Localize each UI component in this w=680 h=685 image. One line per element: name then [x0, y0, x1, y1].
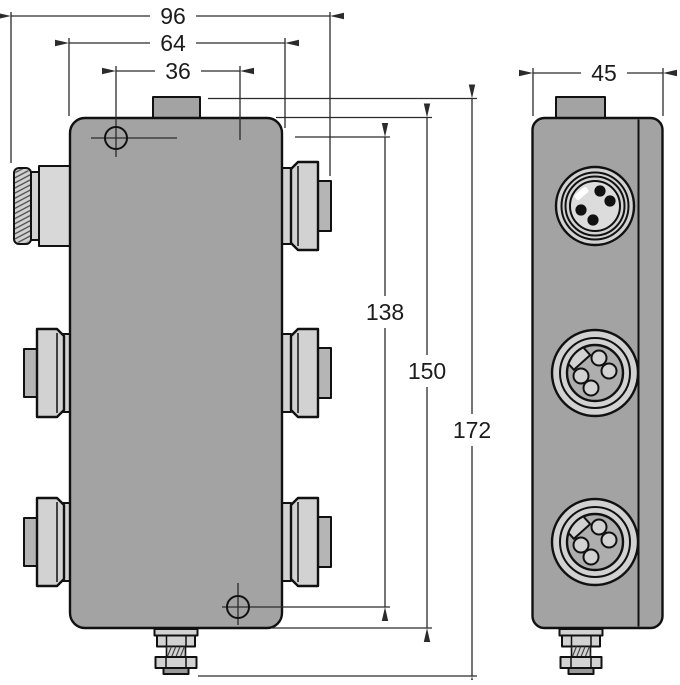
- dimension-hole-spacing: 138: [295, 123, 404, 621]
- dimension-label: 96: [160, 3, 186, 29]
- dimension-overall-width: 96: [0, 3, 344, 176]
- hole-circle: [226, 595, 250, 619]
- male-threaded-connector-port: [13, 165, 73, 247]
- port-nut: [289, 496, 320, 588]
- socket-thread-ring: [559, 337, 631, 409]
- front-housing-body: [68, 116, 284, 630]
- connector-cylinder: [38, 165, 73, 247]
- connector-collar: [30, 171, 40, 241]
- socket-pin: [572, 367, 590, 385]
- socket-thread-ring: [564, 175, 626, 237]
- dimension-label: 64: [160, 30, 186, 56]
- socket-pin: [575, 204, 587, 216]
- connector-knurl-hatch: [15, 169, 30, 243]
- female-connector-port-right-top: [277, 160, 332, 252]
- female-connector-port-left-middle: [23, 327, 72, 419]
- socket-pin: [600, 531, 618, 549]
- socket-pin: [604, 195, 616, 207]
- dimension-body-height: 150: [272, 103, 446, 642]
- socket-pin: [572, 536, 590, 554]
- dimension-label: 45: [591, 60, 617, 86]
- port-nut: [35, 327, 66, 419]
- dimension-label: 138: [366, 299, 404, 325]
- port-nut: [289, 327, 320, 419]
- dimension-label: 150: [408, 358, 446, 384]
- dimension-label: 172: [453, 417, 491, 443]
- dimension-label: 36: [165, 58, 191, 84]
- port-stub: [23, 517, 38, 567]
- female-connector-port-left-bottom: [23, 496, 72, 588]
- socket-pin: [590, 349, 608, 367]
- female-connector-port-right-bottom: [277, 496, 332, 588]
- dimension-overall-height: 172: [198, 84, 491, 685]
- socket-pin: [590, 518, 608, 536]
- side-bottom-screw-fitting: [558, 628, 604, 675]
- socket-pin: [600, 362, 618, 380]
- female-connector-port-right-middle: [277, 327, 332, 419]
- socket-thread-ring: [559, 506, 631, 578]
- socket-pin: [582, 548, 600, 566]
- dimension-depth: 45: [519, 60, 677, 116]
- mounting-hole-bottom: [222, 583, 390, 625]
- round-socket-top: [554, 165, 636, 247]
- socket-keyway: [574, 187, 589, 200]
- socket-pin: [582, 379, 600, 397]
- socket-pin: [594, 185, 606, 197]
- front-view: [13, 66, 390, 675]
- round-socket-middle: [550, 328, 640, 418]
- port-nut: [35, 496, 66, 588]
- dimension-annotations: 96 64 36 138 1: [0, 3, 677, 685]
- side-view: [531, 96, 664, 675]
- dimension-body-width: 64: [55, 30, 299, 128]
- dimension-hole-offset: 36: [102, 58, 254, 140]
- socket-thread-ring: [560, 171, 630, 241]
- round-socket-bottom: [550, 497, 640, 587]
- hole-circle: [104, 126, 128, 150]
- socket-pin: [587, 214, 599, 226]
- front-bottom-screw-fitting: [153, 628, 199, 675]
- mounting-hole-top: [91, 66, 177, 157]
- port-stub: [23, 348, 38, 398]
- port-nut: [289, 160, 320, 252]
